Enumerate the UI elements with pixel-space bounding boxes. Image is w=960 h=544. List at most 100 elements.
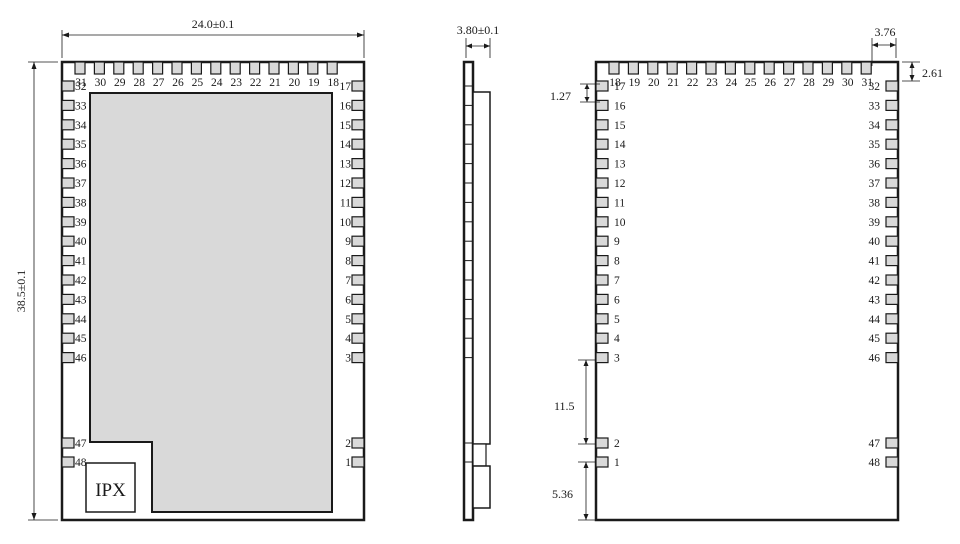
pin-label-32: 32 bbox=[869, 81, 881, 93]
pin-label-45: 45 bbox=[75, 333, 87, 345]
pin-label-2: 2 bbox=[614, 438, 620, 450]
pad-2 bbox=[595, 437, 609, 449]
pad-13 bbox=[595, 158, 609, 170]
side-pcb bbox=[462, 60, 475, 522]
pin-label-9: 9 bbox=[614, 236, 620, 248]
pad-24 bbox=[210, 61, 222, 75]
pin-label-48: 48 bbox=[869, 457, 881, 469]
pin-label-25: 25 bbox=[192, 77, 204, 89]
pin-label-47: 47 bbox=[869, 438, 881, 450]
pin-label-36: 36 bbox=[75, 159, 87, 171]
pin-label-13: 13 bbox=[340, 159, 352, 171]
front-width-dimension: 24.0±0.1 bbox=[192, 17, 235, 31]
pad-42 bbox=[885, 274, 899, 286]
pin-label-29: 29 bbox=[114, 77, 126, 89]
pin-label-33: 33 bbox=[869, 100, 881, 112]
pin-label-18: 18 bbox=[327, 77, 339, 89]
pin-label-31: 31 bbox=[861, 77, 873, 89]
pin-label-42: 42 bbox=[869, 275, 881, 287]
pad-46 bbox=[61, 352, 75, 364]
pin-label-15: 15 bbox=[614, 120, 626, 132]
pin-label-19: 19 bbox=[308, 77, 320, 89]
pin-label-46: 46 bbox=[75, 353, 87, 365]
pad-36 bbox=[885, 158, 899, 170]
pad-6 bbox=[595, 293, 609, 305]
pin-label-38: 38 bbox=[869, 197, 881, 209]
pad-13 bbox=[351, 158, 365, 170]
pin-label-39: 39 bbox=[75, 217, 87, 229]
back-bottom-dimension: 5.36 bbox=[552, 487, 573, 501]
pad-14 bbox=[351, 138, 365, 150]
pad-10 bbox=[351, 216, 365, 228]
pin-label-8: 8 bbox=[345, 256, 351, 268]
pad-40 bbox=[61, 235, 75, 247]
pad-24 bbox=[724, 61, 737, 75]
pin-label-4: 4 bbox=[345, 333, 351, 345]
back-115-arrow-bottom bbox=[583, 438, 589, 444]
pad-25 bbox=[744, 61, 756, 75]
pin-label-42: 42 bbox=[75, 275, 87, 287]
back-gap-dimension: 11.5 bbox=[554, 399, 575, 413]
side-arrow-left bbox=[466, 43, 472, 49]
pin-label-21: 21 bbox=[269, 77, 281, 89]
pad-40 bbox=[885, 235, 899, 247]
pin-label-15: 15 bbox=[340, 120, 352, 132]
pin-label-23: 23 bbox=[230, 77, 242, 89]
pad-9 bbox=[351, 235, 365, 247]
pad-1 bbox=[351, 456, 365, 468]
side-pad-ticks bbox=[464, 85, 473, 463]
pad-11 bbox=[595, 196, 609, 208]
pad-35 bbox=[61, 138, 75, 150]
pad-8 bbox=[351, 255, 365, 267]
pin-label-9: 9 bbox=[345, 236, 351, 248]
pad-37 bbox=[885, 177, 899, 189]
pad-21 bbox=[268, 61, 280, 75]
front-pads bbox=[61, 61, 365, 468]
pad-46 bbox=[885, 352, 899, 364]
back-outline bbox=[594, 60, 900, 522]
pin-label-33: 33 bbox=[75, 100, 87, 112]
pad-23 bbox=[229, 61, 241, 75]
pin-label-5: 5 bbox=[345, 314, 351, 326]
pad-31 bbox=[860, 61, 872, 75]
pad-15 bbox=[351, 119, 365, 131]
pad-41 bbox=[885, 255, 899, 267]
pad-44 bbox=[61, 313, 75, 325]
pad-45 bbox=[61, 332, 75, 344]
pin-label-28: 28 bbox=[133, 77, 145, 89]
pin-label-11: 11 bbox=[614, 197, 625, 209]
pin-label-27: 27 bbox=[784, 77, 796, 89]
pin-label-37: 37 bbox=[75, 178, 87, 190]
pin-label-34: 34 bbox=[869, 120, 881, 132]
pad-4 bbox=[595, 332, 609, 344]
pin-label-44: 44 bbox=[869, 314, 881, 326]
pin-label-48: 48 bbox=[75, 457, 87, 469]
back-115-arrow-top bbox=[583, 360, 589, 366]
pad-35 bbox=[885, 138, 899, 150]
side-thickness-dimension: 3.80±0.1 bbox=[457, 23, 500, 37]
pad-27 bbox=[782, 61, 795, 75]
pin-label-5: 5 bbox=[614, 314, 620, 326]
pad-28 bbox=[802, 61, 814, 75]
pad-11 bbox=[351, 196, 365, 208]
pin-label-43: 43 bbox=[869, 294, 881, 306]
pad-37 bbox=[61, 177, 75, 189]
pin-label-28: 28 bbox=[803, 77, 815, 89]
pad-33 bbox=[61, 99, 75, 112]
pin-label-40: 40 bbox=[869, 236, 881, 248]
pad-26 bbox=[171, 61, 183, 75]
pad-17 bbox=[595, 80, 609, 92]
pin-label-10: 10 bbox=[340, 217, 352, 229]
pad-32 bbox=[61, 80, 75, 92]
pad-31 bbox=[74, 61, 86, 75]
pin-label-17: 17 bbox=[340, 81, 352, 93]
pad-17 bbox=[351, 80, 365, 92]
pin-label-18: 18 bbox=[609, 77, 621, 89]
pad-5 bbox=[351, 313, 365, 325]
pad-41 bbox=[61, 255, 75, 267]
pin-label-3: 3 bbox=[345, 353, 351, 365]
